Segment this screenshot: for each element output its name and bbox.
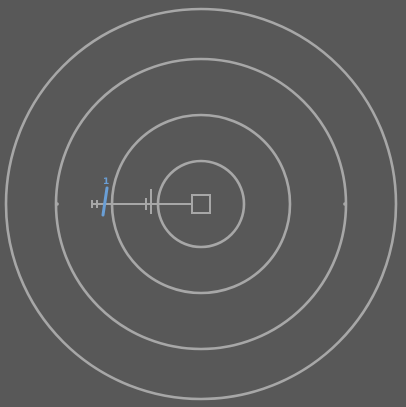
- ring-dot-left: [55, 202, 59, 206]
- square-handle-icon[interactable]: [191, 194, 211, 214]
- outer-ring[interactable]: [4, 7, 398, 401]
- ring-dot-right: [343, 202, 347, 206]
- slider-tick-icon[interactable]: [145, 189, 152, 214]
- marker-label: 1: [103, 177, 109, 187]
- slider-handle-icon[interactable]: [91, 200, 98, 208]
- selection-marker-icon[interactable]: [101, 186, 109, 217]
